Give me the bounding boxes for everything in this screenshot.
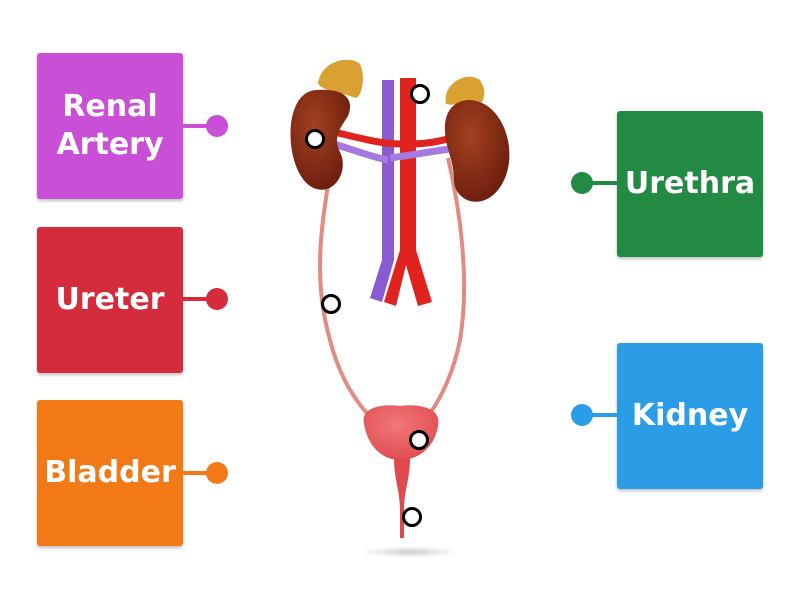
drag-handle-ureter[interactable]: [206, 288, 228, 310]
vena-cava: [370, 80, 394, 302]
label-ureter[interactable]: Ureter: [37, 227, 183, 373]
right-ureter: [418, 157, 467, 427]
hotspot-marker-urethra[interactable]: [402, 507, 422, 527]
drag-handle-renal-artery[interactable]: [206, 115, 228, 137]
label-kidney-text: Kidney: [631, 398, 749, 433]
hotspot-marker-bladder[interactable]: [409, 430, 429, 450]
drag-handle-kidney[interactable]: [571, 404, 593, 426]
label-renal-artery-text: Renal Artery: [56, 89, 164, 162]
urinary-system-illustration: [290, 59, 510, 558]
right-kidney: [444, 100, 510, 202]
urethra: [394, 458, 410, 538]
connector-urethra: [588, 181, 618, 185]
label-ureter-text: Ureter: [55, 282, 165, 317]
drag-handle-urethra[interactable]: [571, 172, 593, 194]
ground-shadow: [362, 546, 458, 558]
label-bladder[interactable]: Bladder: [37, 400, 183, 546]
aorta: [384, 78, 432, 306]
label-bladder-text: Bladder: [44, 455, 176, 490]
label-kidney[interactable]: Kidney: [617, 343, 763, 489]
label-urethra[interactable]: Urethra: [617, 111, 763, 257]
label-renal-artery[interactable]: Renal Artery: [37, 53, 183, 199]
connector-kidney: [588, 413, 618, 417]
hotspot-marker-top-aorta[interactable]: [410, 84, 430, 104]
left-renal-vein: [332, 140, 389, 164]
left-renal-artery: [333, 128, 403, 148]
left-ureter: [318, 157, 382, 427]
right-adrenal-gland: [445, 76, 485, 106]
urinary-system-diagram: [270, 40, 530, 570]
connector-renal-artery: [183, 124, 213, 128]
connector-ureter: [183, 297, 213, 301]
hotspot-marker-left-kidney[interactable]: [305, 129, 325, 149]
bladder: [363, 405, 439, 460]
drag-handle-bladder[interactable]: [206, 462, 228, 484]
left-adrenal-gland: [318, 59, 363, 98]
connector-bladder: [183, 471, 213, 475]
label-urethra-text: Urethra: [624, 166, 756, 201]
hotspot-marker-left-ureter[interactable]: [321, 294, 341, 314]
